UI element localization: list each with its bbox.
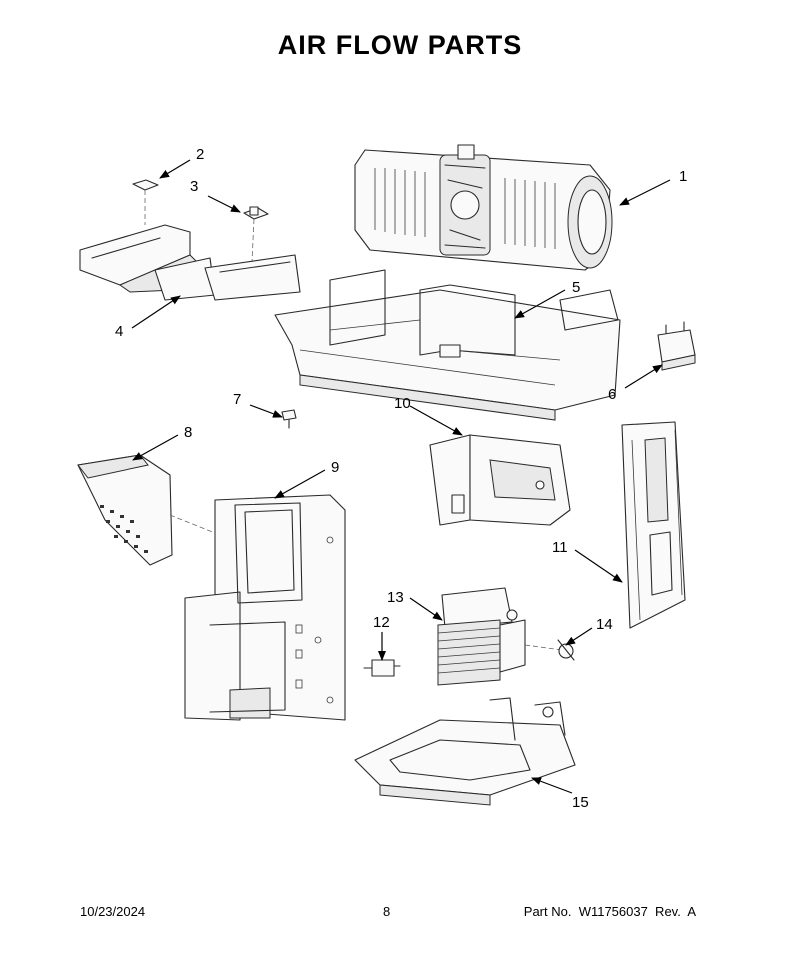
callout-labels: 1 2 3 4 5 6 7 8 9 10 11 12 13 14 15 bbox=[115, 146, 687, 811]
callout-8: 8 bbox=[184, 424, 192, 441]
page-title: AIR FLOW PARTS bbox=[277, 30, 523, 60]
callout-5: 5 bbox=[572, 279, 580, 296]
part-10-magnetron-bracket bbox=[429, 434, 571, 526]
part-13-magnetron bbox=[437, 587, 563, 686]
part-8-vent-grille bbox=[77, 454, 296, 566]
callout-14: 14 bbox=[596, 616, 613, 633]
callout-2: 2 bbox=[196, 146, 204, 163]
leader-arrows bbox=[131, 159, 671, 794]
footer-part-number: Part No. W11756037 Rev. A bbox=[523, 904, 696, 919]
part-9-control-bracket bbox=[184, 494, 346, 721]
footer-date: 10/23/2024 bbox=[80, 904, 146, 919]
part-3-thermal-cutoff bbox=[243, 206, 269, 263]
part-4-air-duct bbox=[79, 224, 301, 301]
callout-1: 1 bbox=[679, 168, 687, 185]
callout-4: 4 bbox=[115, 323, 123, 340]
part-6-switch-block bbox=[657, 321, 696, 371]
footer-page-number: 8 bbox=[383, 904, 391, 919]
part-1-blower-motor bbox=[354, 144, 613, 271]
part-5-air-guide bbox=[274, 269, 621, 421]
part-11-side-panel bbox=[621, 421, 686, 629]
callout-3: 3 bbox=[190, 178, 198, 195]
callout-9: 9 bbox=[331, 459, 339, 476]
part-2-clip bbox=[132, 179, 159, 225]
part-15-base-plate bbox=[354, 697, 576, 806]
callout-7: 7 bbox=[233, 391, 241, 408]
part-14-thermostat bbox=[557, 639, 575, 661]
part-7-screw bbox=[281, 409, 297, 429]
callout-13: 13 bbox=[387, 589, 404, 606]
callout-15: 15 bbox=[572, 794, 589, 811]
callout-11: 11 bbox=[552, 539, 568, 556]
callout-12: 12 bbox=[373, 614, 390, 631]
part-12-switch bbox=[363, 659, 401, 677]
callout-6: 6 bbox=[608, 386, 616, 403]
callout-10: 10 bbox=[394, 395, 411, 412]
